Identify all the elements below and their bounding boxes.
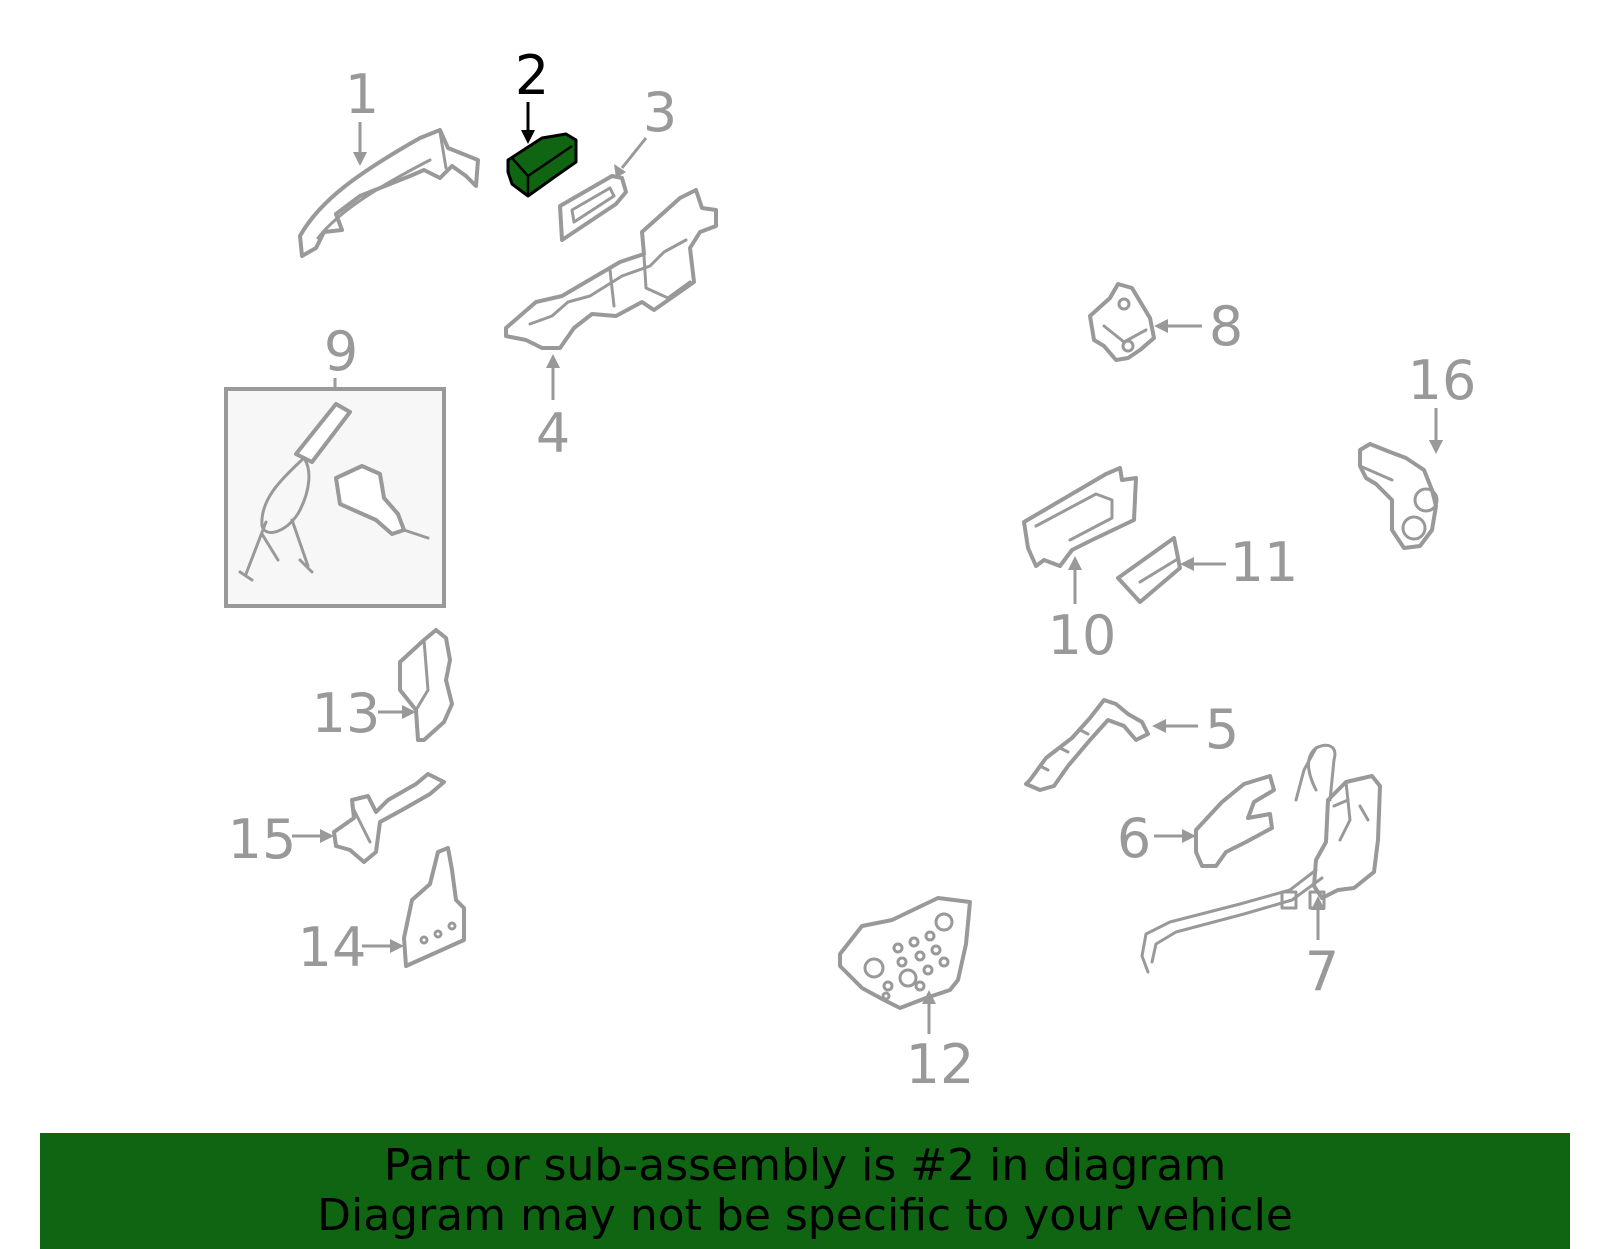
arrow-12 (922, 990, 936, 1004)
part-1-outer-handle[interactable] (298, 128, 480, 258)
callout-14: 14 (298, 916, 367, 979)
arrow-2 (521, 130, 535, 144)
part-2-handle-cap[interactable] (506, 132, 578, 198)
callout-5: 5 (1205, 698, 1239, 761)
callout-3: 3 (643, 81, 677, 144)
arrow-4 (546, 354, 560, 368)
part-6-cover[interactable] (1194, 774, 1276, 868)
part-3-gasket[interactable] (558, 174, 628, 242)
arrow-16 (1429, 440, 1443, 454)
part-12-sound-pad[interactable] (838, 896, 972, 1010)
callout-2: 2 (515, 44, 549, 107)
arrow-8 (1154, 319, 1168, 333)
callout-15: 15 (228, 808, 297, 871)
callout-6: 6 (1117, 807, 1151, 870)
arrow-15 (320, 829, 334, 843)
arrow-14 (390, 939, 404, 953)
arrow-11 (1180, 557, 1194, 571)
part-8-striker[interactable] (1088, 282, 1156, 362)
arrow-13 (402, 705, 416, 719)
banner-line-2: Diagram may not be specific to your vehi… (317, 1190, 1293, 1241)
callout-4: 4 (536, 402, 570, 465)
part-7-door-latch[interactable] (1140, 743, 1382, 974)
callout-16: 16 (1408, 349, 1477, 412)
callout-9: 9 (324, 320, 358, 383)
callout-7: 7 (1305, 940, 1339, 1003)
part-10-lock-bracket[interactable] (1022, 466, 1138, 568)
part-11-pad[interactable] (1116, 536, 1182, 604)
leader-3 (620, 137, 648, 169)
arrow-10 (1068, 556, 1082, 570)
banner-line-1: Part or sub-assembly is #2 in diagram (383, 1140, 1227, 1191)
arrow-3 (614, 164, 626, 178)
part-16-actuator[interactable] (1358, 442, 1439, 550)
callout-8: 8 (1209, 295, 1243, 358)
callout-11: 11 (1230, 531, 1299, 594)
info-banner: Part or sub-assembly is #2 in diagram Di… (40, 1133, 1570, 1249)
part-13-hinge[interactable] (398, 628, 454, 742)
arrow-7 (1311, 896, 1325, 910)
callout-13: 13 (312, 682, 381, 745)
arrow-1 (353, 152, 367, 166)
part-5-rod-bracket[interactable] (1024, 698, 1150, 792)
arrow-5 (1152, 719, 1166, 733)
part-4-handle-bracket[interactable] (504, 188, 718, 350)
part-14-lower-hinge[interactable] (402, 846, 466, 968)
callout-10: 10 (1048, 604, 1117, 667)
part-9-lock-cylinder-keys[interactable] (238, 402, 430, 582)
callout-12: 12 (906, 1033, 975, 1096)
callout-1: 1 (345, 63, 379, 126)
part-15-door-check[interactable] (332, 772, 446, 864)
arrow-6 (1182, 829, 1196, 843)
